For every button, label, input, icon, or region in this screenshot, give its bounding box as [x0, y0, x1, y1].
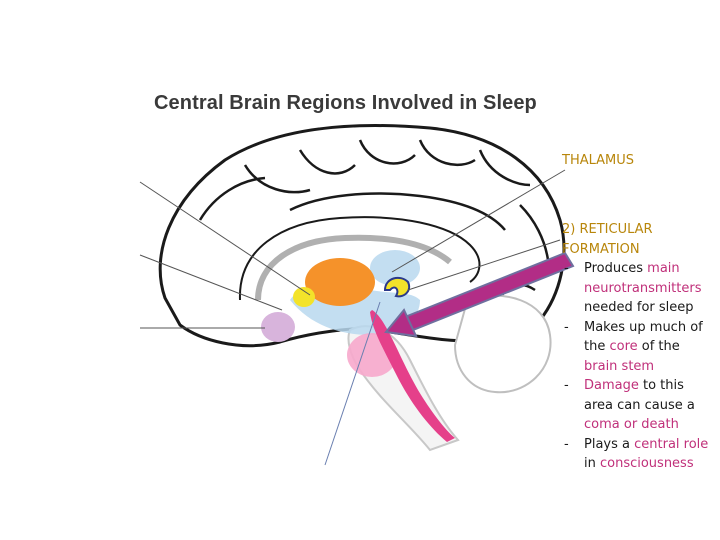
bullet-item: -Produces main neurotransmitters needed …	[564, 261, 702, 315]
cingulate-fold	[238, 216, 481, 301]
bullet-item: -Plays a central role in consciousness	[564, 436, 709, 472]
pointer-arrow	[384, 251, 575, 338]
corpus-callosum	[255, 234, 452, 301]
thalamus-label: THALAMUS	[562, 153, 635, 168]
leader-line-thalamus	[391, 169, 566, 273]
yellow-region-right	[383, 276, 411, 298]
thalamus-region	[305, 258, 375, 306]
leader-line-4	[407, 239, 561, 291]
diagram-title: Central Brain Regions Involved in Sleep	[154, 92, 537, 114]
pineal-region	[261, 312, 295, 342]
bullet-item: -Damage to this area can cause a coma or…	[564, 378, 695, 432]
reticular-formation-text: 2) RETICULAR FORMATION -Produces main ne…	[562, 220, 712, 474]
leader-line-5	[324, 301, 381, 466]
reticular-heading: 2) RETICULAR FORMATION	[562, 222, 653, 257]
bullet-item: -Makes up much of the core of the brain …	[564, 319, 703, 374]
leader-line-1	[139, 181, 311, 296]
reticular-bullets: -Produces main neurotransmitters needed …	[562, 259, 712, 474]
yellow-region-left	[293, 287, 315, 307]
cerebellum	[453, 294, 552, 394]
leader-line-2	[139, 254, 283, 311]
reticular-region	[370, 310, 455, 442]
blue-region-top	[370, 250, 420, 286]
